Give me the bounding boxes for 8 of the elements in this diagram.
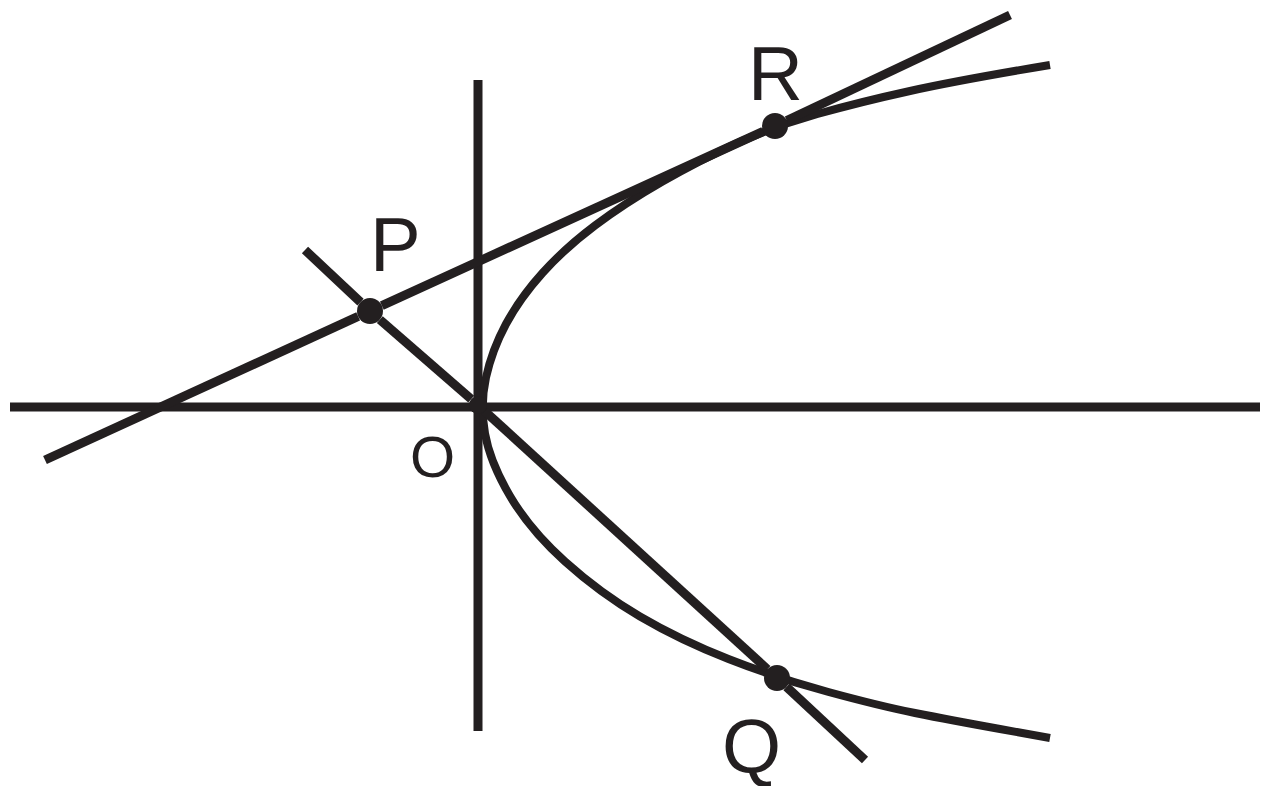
point-dot bbox=[762, 113, 788, 139]
point-dot bbox=[357, 298, 383, 324]
line-segment bbox=[379, 127, 766, 310]
point-dot bbox=[764, 665, 790, 691]
point-label: P bbox=[370, 207, 421, 283]
point-label: O bbox=[410, 428, 456, 486]
point-label: R bbox=[748, 36, 803, 112]
line-segment bbox=[376, 316, 475, 403]
